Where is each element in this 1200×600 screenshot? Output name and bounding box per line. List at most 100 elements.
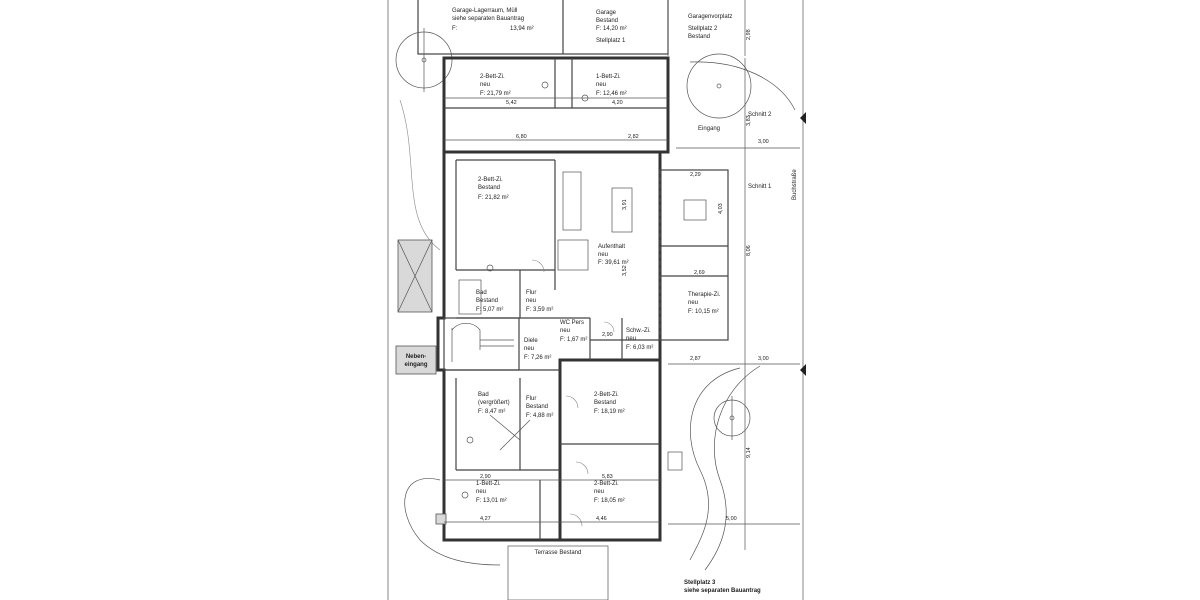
terrasse-label: Terrasse Bestand [535,550,582,556]
garage-l1: Garage [596,10,617,16]
bad-vergr-l3: F: 8,47 m² [478,409,505,415]
sofa [562,171,582,231]
flur-neu-l2: neu [526,298,536,304]
therapie-l3: F: 10,15 m² [688,309,719,315]
bett2-top-l2: neu [480,82,490,88]
bath-diagonal [489,414,521,441]
room-bad-vergr: Bad (vergrößert) F: 8,47 m² [478,392,510,415]
garagenvorplatz-l1: Garagenvorplatz [688,14,732,20]
dim-2-69: 2,69 [694,270,705,276]
wc-pers-l3: F: 1,67 m² [560,337,587,343]
flur-neu-l3: F: 3,59 m² [526,307,553,313]
nebeneingang-box [395,345,437,375]
sink-2 [466,436,474,444]
garagenvorplatz-l2: Stellplatz 2 [688,26,718,32]
room-schwester: Schw.-Zi. neu F: 6,03 m² [626,328,653,351]
dim-5-42: 5,42 [506,100,517,106]
schnitt2-label: Schnitt 2 [748,112,772,118]
bett2-top-l1: 2-Bett-Zi. [480,74,505,80]
room-therapie: Therapie-Zi. neu F: 10,15 m² [688,292,721,315]
stellplatz3-label-2: siehe separaten Bauantrag [684,588,761,594]
diele-l2: neu [524,346,534,352]
sink-4 [541,81,549,89]
aufenthalt-l3: F: 39,61 m² [598,260,629,266]
room-bett2-top: 2-Bett-Zi. neu F: 21,79 m² [480,74,511,97]
terrasse-area [507,545,609,600]
room-flur-bestand: Flur Bestand F: 4,88 m² [526,396,553,419]
dim-9-14: 9,14 [746,447,752,458]
dim-6-80: 6,80 [516,134,527,140]
flur-neu-l1: Flur [526,290,536,296]
dim-8-06: 8,06 [746,245,752,256]
dim-3-52: 3,52 [622,265,628,276]
nebeneingang-label-2: eingang [404,362,427,368]
street-label: Buchstraße [792,169,798,200]
path-curve-right-2 [704,365,761,571]
neben-canopy-cross [397,239,433,313]
main-wall-right [444,150,662,542]
aufenthalt-l1: Aufenthalt [598,244,625,250]
schnitt2-marker [800,112,806,124]
schnitt1-label: Schnitt 1 [748,184,772,190]
bad-vergr-l1: Bad [478,392,489,398]
bett2-bottom-l1: 2-Bett-Zi. [594,481,619,487]
bad-bestand-l1: Bad [476,290,487,296]
kitchen-block [557,239,589,271]
step-right [667,451,683,471]
table-annex [683,199,707,221]
flur-bestand-l2: Bestand [526,404,548,410]
sink-1 [486,264,494,272]
door-swing-3 [575,461,589,475]
room-garage-lager: Garage-Lagerraum, Müll siehe separaten B… [452,8,534,32]
room-bett2-bestand-lower: 2-Bett-Zi. Bestand F: 18,19 m² [594,392,625,415]
garage-lager-l1: Garage-Lagerraum, Müll [452,8,517,14]
bad-vergr-l2: (vergrößert) [478,400,510,406]
bett2-lower-l2: Bestand [594,400,616,406]
therapie-l1: Therapie-Zi. [688,292,721,298]
bad-bestand-l3: F: 5,07 m² [476,307,503,313]
sink-3 [461,491,469,499]
bett2-lower-l1: 2-Bett-Zi. [594,392,619,398]
room-garagenvorplatz: Garagenvorplatz Stellplatz 2 Bestand [688,14,732,40]
door-swing-5 [603,321,615,333]
dim-3-83: 3,83 [746,115,752,126]
schwester-l3: F: 6,03 m² [626,345,653,351]
dim-2-90-mid: 2,90 [602,332,613,338]
bett2-bottom-l2: neu [594,489,604,495]
garage-lager-l4: 13,94 m² [510,26,534,32]
room-wc-pers: WC Pers neu F: 1,67 m² [560,320,587,343]
room-bett2-bestand-upper: 2-Bett-Zi. Bestand F: 21,82 m² [478,177,509,201]
bett2-bottom-l3: F: 18,05 m² [594,498,625,504]
eingang-label: Eingang [698,126,720,132]
dim-3-91: 3,91 [622,199,628,210]
bett1-top-l2: neu [596,82,606,88]
bath-diagonal-2 [499,419,531,451]
dim-5-00: 5,00 [726,516,737,522]
room-bett1-top: 1-Bett-Zi. neu F: 12,46 m² [596,74,627,97]
room-bett1-bottom: 1-Bett-Zi. neu F: 13,01 m² [476,481,507,504]
dim-4-03: 4,03 [718,203,724,214]
path-curve-top [689,61,796,111]
dim-2-82: 2,82 [628,134,639,140]
room-aufenthalt: Aufenthalt neu F: 39,61 m² [598,244,629,266]
door-swing-1 [531,259,545,273]
garage-lager-l2: siehe separaten Bauantrag [452,16,524,22]
dim-4-46: 4,46 [596,516,607,522]
dim-2-87: 2,87 [690,356,701,362]
dim-2-29: 2,29 [690,172,701,178]
bett2-upper-l1: 2-Bett-Zi. [478,177,503,183]
bett1-bottom-l2: neu [476,489,486,495]
nebeneingang-label-1: Neben- [406,354,426,360]
bad-bestand-l2: Bestand [476,298,498,304]
aufenthalt-l2: neu [598,252,608,258]
garage-lager-l3: F: [452,26,458,32]
bett1-bottom-l3: F: 13,01 m² [476,498,507,504]
bett2-upper-l2: Bestand [478,185,500,191]
path-curve-right [689,367,741,561]
dim-2-90-low: 2,90 [480,474,491,480]
garage-l2: Bestand [596,18,618,24]
schwester-l1: Schw.-Zi. [626,328,651,334]
wc-pers-l2: neu [560,328,570,334]
dim-3-00-mid: 3,00 [758,356,769,362]
